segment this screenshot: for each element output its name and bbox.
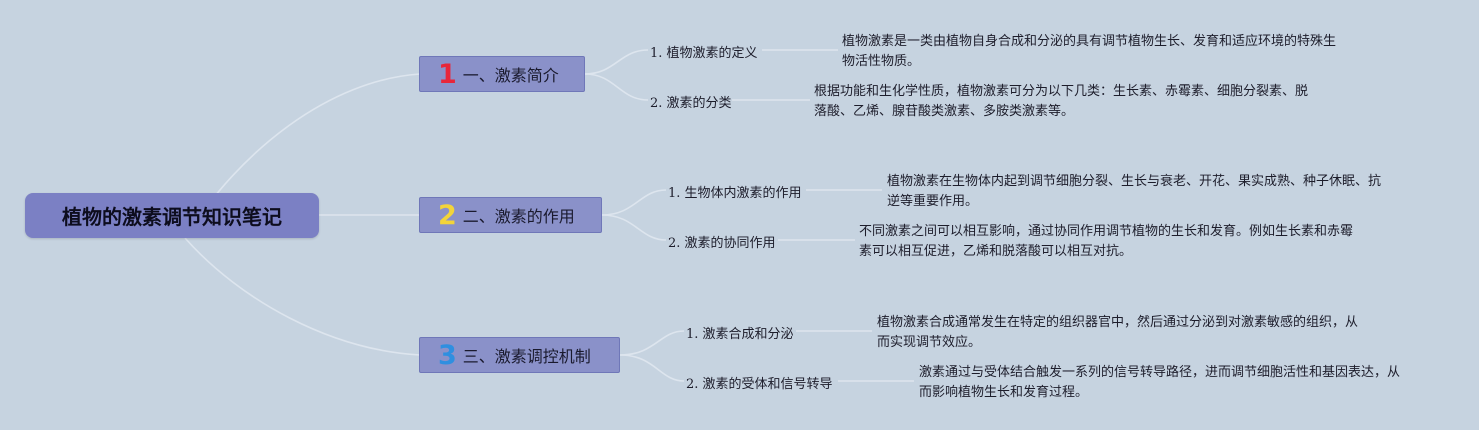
detail-node-2-2: 不同激素之间可以相互影响，通过协同作用调节植物的生长和发育。例如生长素和赤霉素可… — [859, 222, 1357, 262]
sub-label: 1. 激素合成和分泌 — [686, 327, 794, 342]
connector-branch1-sub2 — [584, 73, 649, 101]
sub-node-2-1[interactable]: 1. 生物体内激素的作用 — [668, 182, 802, 201]
branch-number-1: 1 — [438, 58, 457, 90]
branch-label-3: 三、激素调控机制 — [462, 347, 591, 366]
connector-root-branch-3 — [184, 237, 421, 356]
detail-text: 不同激素之间可以相互影响，通过协同作用调节植物的生长和发育。例如生长素和赤霉素可… — [859, 224, 1354, 259]
branch-label-2: 二、激素的作用 — [462, 207, 575, 226]
sub-label: 2. 激素的受体和信号转导 — [686, 377, 833, 392]
sub-node-3-2[interactable]: 2. 激素的受体和信号转导 — [686, 373, 833, 392]
sub-label: 1. 植物激素的定义 — [650, 46, 758, 61]
detail-node-2-1: 植物激素在生物体内起到调节细胞分裂、生长与衰老、开花、果实成熟、种子休眠、抗逆等… — [887, 172, 1385, 212]
sub-label: 1. 生物体内激素的作用 — [668, 186, 802, 201]
detail-text: 植物激素在生物体内起到调节细胞分裂、生长与衰老、开花、果实成熟、种子休眠、抗逆等… — [887, 174, 1382, 209]
sub-node-2-2[interactable]: 2. 激素的协同作用 — [668, 232, 776, 251]
branch-label-1: 一、激素简介 — [462, 66, 559, 85]
detail-node-1-1: 植物激素是一类由植物自身合成和分泌的具有调节植物生长、发育和适应环境的特殊生物活… — [842, 32, 1340, 72]
detail-node-1-2: 根据功能和生化学性质，植物激素可分为以下几类：生长素、赤霉素、细胞分裂素、脱落酸… — [814, 82, 1312, 122]
sub-node-3-1[interactable]: 1. 激素合成和分泌 — [686, 323, 794, 342]
connector-branch3-sub2 — [619, 354, 685, 382]
branch-number-3: 3 — [438, 339, 457, 371]
detail-text: 植物激素合成通常发生在特定的组织器官中，然后通过分泌到对激素敏感的组织，从而实现… — [877, 315, 1359, 350]
detail-text: 激素通过与受体结合触发一系列的信号转导路径，进而调节细胞活性和基因表达，从而影响… — [919, 365, 1401, 400]
branch-number-2: 2 — [438, 199, 457, 231]
branch-node-3[interactable]: 3 三、激素调控机制 — [419, 337, 620, 373]
detail-node-3-1: 植物激素合成通常发生在特定的组织器官中，然后通过分泌到对激素敏感的组织，从而实现… — [877, 313, 1367, 353]
branch-node-2[interactable]: 2 二、激素的作用 — [419, 197, 602, 233]
connector-branch2-sub1 — [601, 189, 667, 216]
connector-branch1-sub1 — [584, 49, 649, 75]
detail-text: 根据功能和生化学性质，植物激素可分为以下几类：生长素、赤霉素、细胞分裂素、脱落酸… — [814, 84, 1309, 119]
root-node[interactable]: 植物的激素调节知识笔记 — [25, 193, 319, 238]
sub-node-1-2[interactable]: 2. 激素的分类 — [650, 92, 732, 111]
connector-branch2-sub2 — [601, 214, 667, 241]
branch-node-1[interactable]: 1 一、激素简介 — [419, 56, 585, 92]
root-title: 植物的激素调节知识笔记 — [62, 205, 282, 229]
sub-label: 2. 激素的分类 — [650, 96, 732, 111]
sub-label: 2. 激素的协同作用 — [668, 236, 776, 251]
sub-node-1-1[interactable]: 1. 植物激素的定义 — [650, 42, 758, 61]
detail-node-3-2: 激素通过与受体结合触发一系列的信号转导路径，进而调节细胞活性和基因表达，从而影响… — [919, 363, 1409, 403]
connector-branch3-sub1 — [619, 330, 685, 356]
detail-text: 植物激素是一类由植物自身合成和分泌的具有调节植物生长、发育和适应环境的特殊生物活… — [842, 34, 1337, 69]
